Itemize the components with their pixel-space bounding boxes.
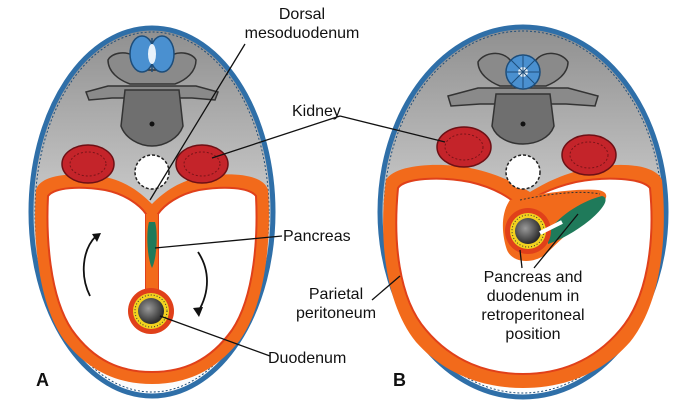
label-duodenum: Duodenum <box>268 349 346 368</box>
kidney-right-a <box>176 145 228 183</box>
panel-a <box>31 28 340 396</box>
kidney-left-a <box>62 145 114 183</box>
label-dorsal-mesoduodenum: Dorsal mesoduodenum <box>232 5 372 43</box>
label-retro-line2: duodenum in <box>463 287 603 306</box>
kidney-left-b <box>437 127 491 167</box>
spinal-cord-a <box>130 36 174 72</box>
label-parietal-line2: peritoneum <box>286 304 386 323</box>
duodenum-a <box>128 288 174 334</box>
label-parietal-peritoneum: Parietal peritoneum <box>286 285 386 323</box>
label-retroperitoneal: Pancreas and duodenum in retroperitoneal… <box>463 268 603 344</box>
label-retro-line4: position <box>463 325 603 344</box>
label-retro-line1: Pancreas and <box>463 268 603 287</box>
label-parietal-line1: Parietal <box>286 285 386 304</box>
label-kidney: Kidney <box>292 102 341 121</box>
panel-label-b: B <box>393 370 406 391</box>
label-dorsal-line2: mesoduodenum <box>232 24 372 43</box>
aorta-a <box>135 155 169 189</box>
kidney-right-b <box>562 135 616 175</box>
label-pancreas: Pancreas <box>283 227 351 246</box>
spinal-cord-b <box>506 55 540 89</box>
label-retro-line3: retroperitoneal <box>463 306 603 325</box>
panel-label-a: A <box>36 370 49 391</box>
label-dorsal-line1: Dorsal <box>232 5 372 24</box>
aorta-b <box>506 155 540 189</box>
